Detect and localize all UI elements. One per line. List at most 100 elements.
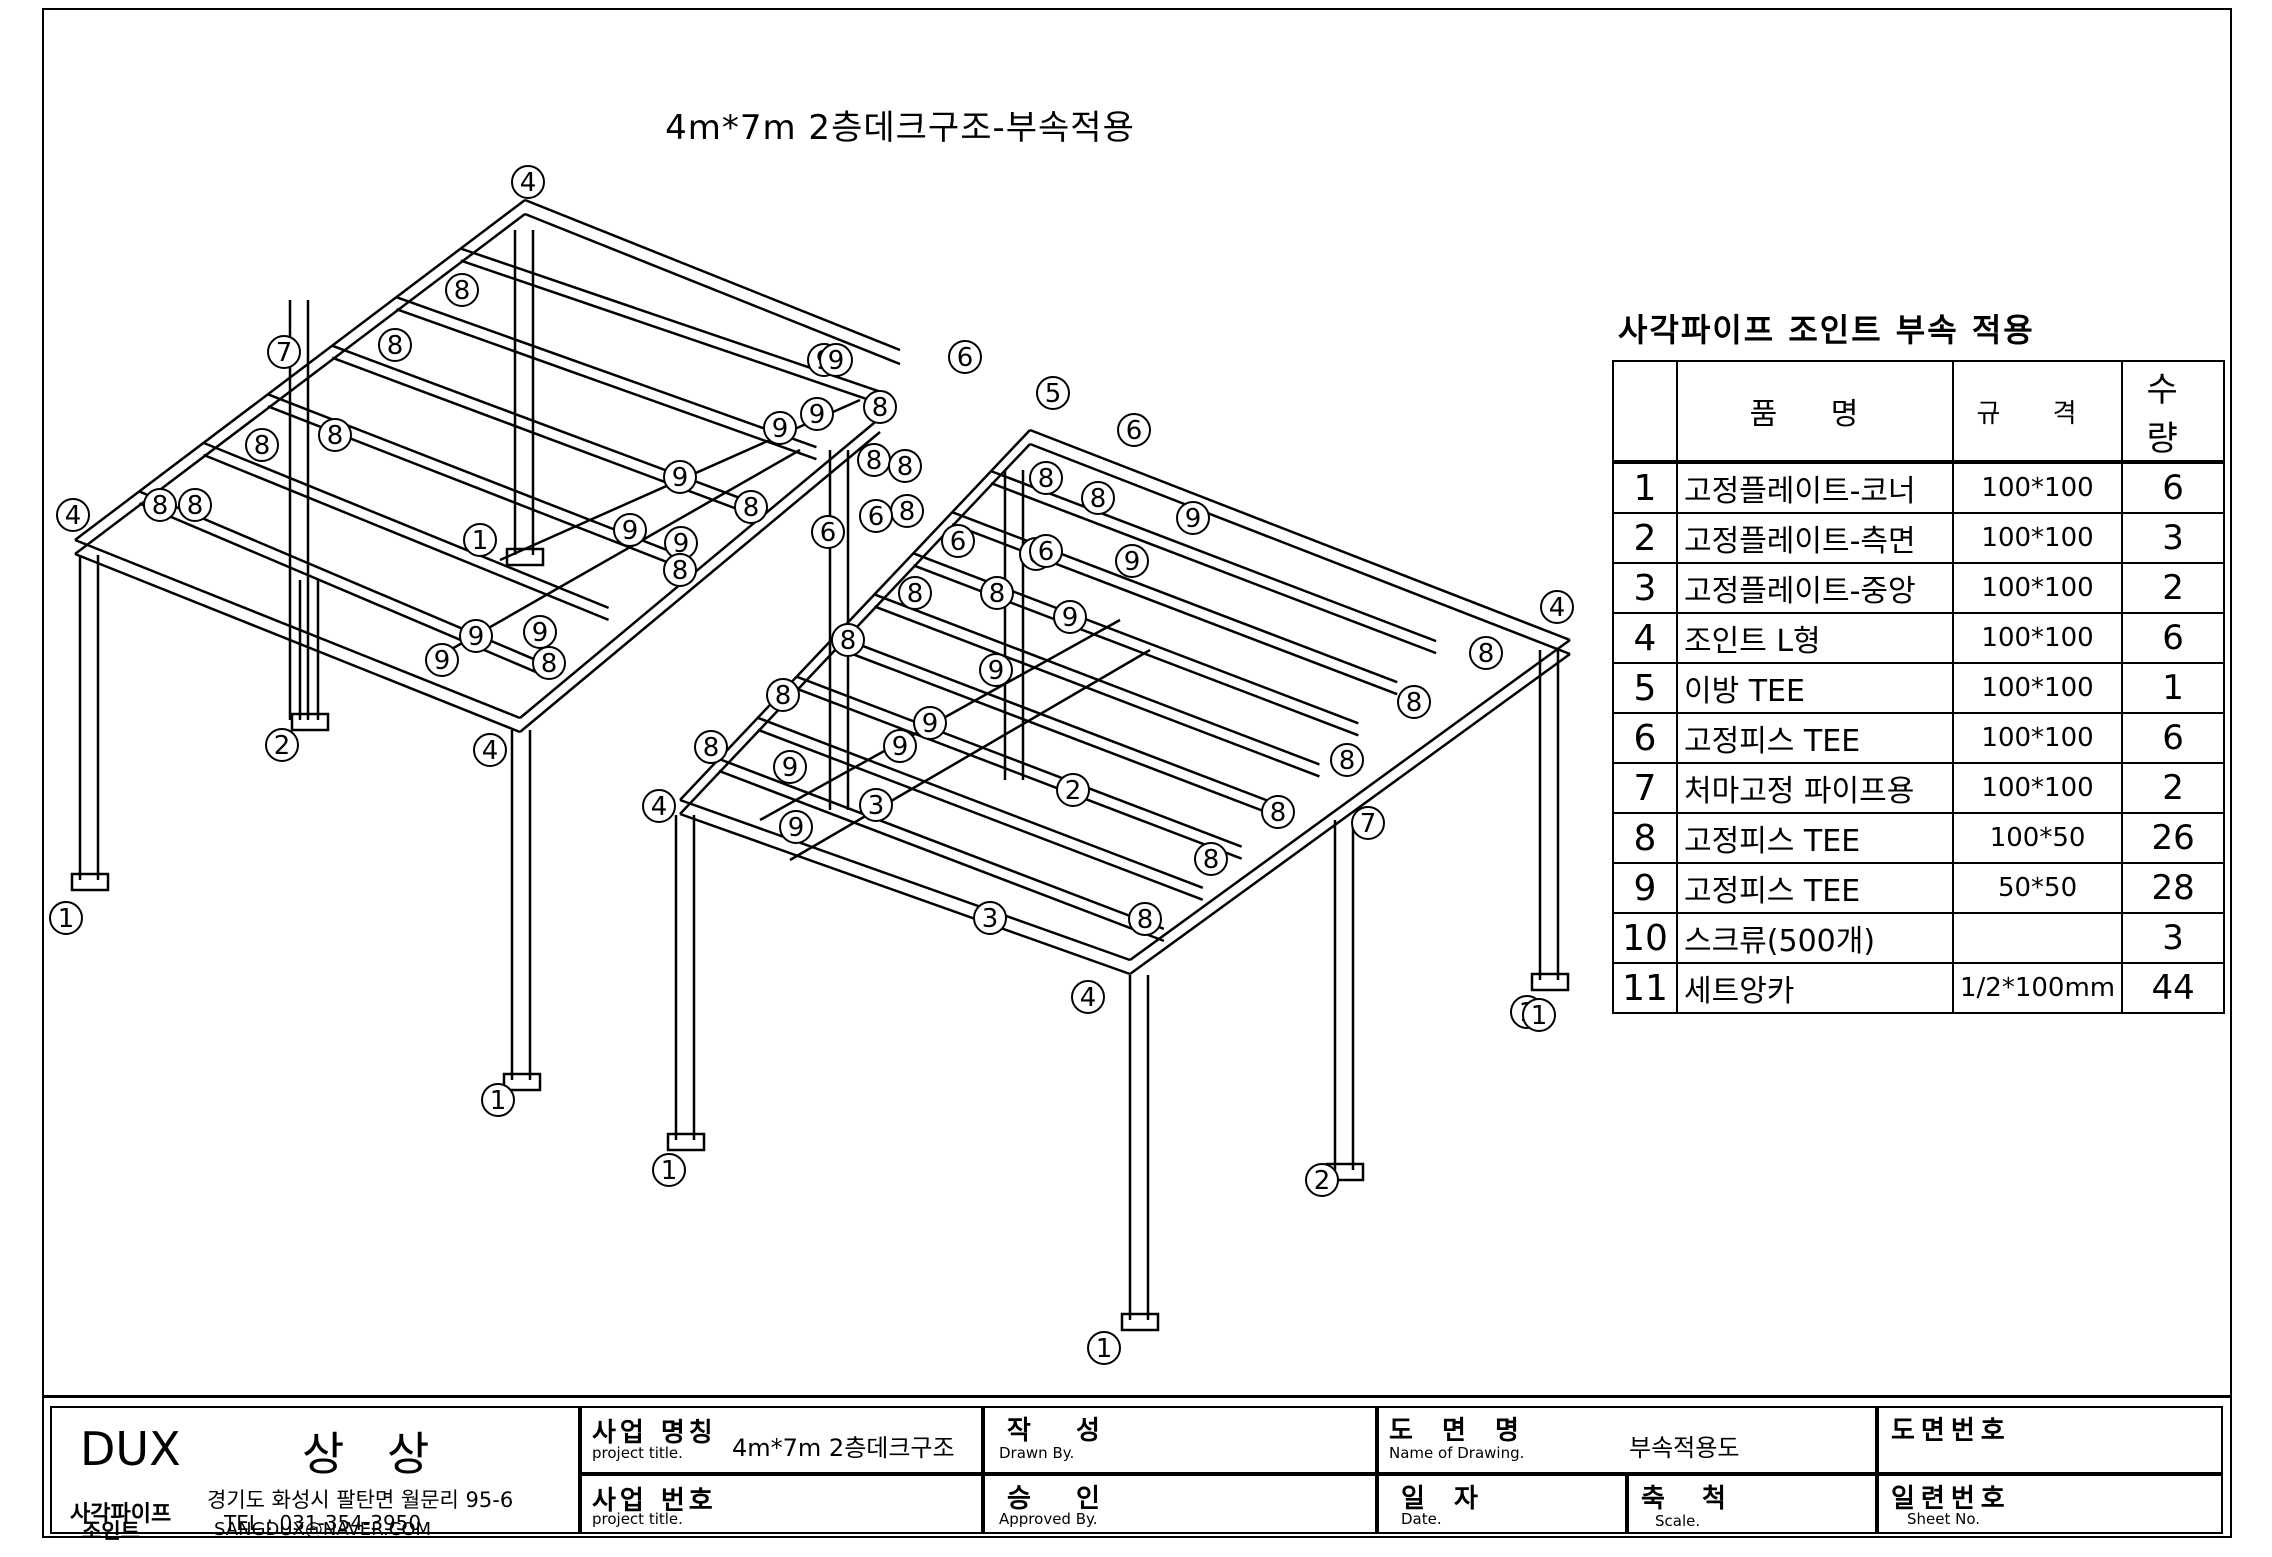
bom-header-row: 품 명 규 격 수 량 [1612,360,2226,463]
bom-name: 처마고정 파이프용 [1676,762,1954,814]
frame-member [1129,652,1571,976]
balloon-8: 8 [898,576,932,610]
balloon-1: 1 [1522,998,1556,1032]
bom-name: 조인트 L형 [1676,612,1954,664]
balloon-8: 8 [980,576,1014,610]
frame-member [524,198,901,352]
bom-name: 스크류(500개) [1676,912,1954,964]
svg-text:8: 8 [1339,746,1356,776]
frame-member [74,552,521,734]
bom-name: 고정피스 TEE [1676,812,1954,864]
sheet-number-cell: 일련번호 Sheet No. [1877,1474,2223,1534]
title-block: DUX 상 상 사각파이프 경기도 화성시 팔탄면 월문리 95-6 TEL :… [42,1395,2232,1543]
balloon-2: 2 [1305,1163,1339,1197]
balloon-7: 7 [1351,806,1385,840]
balloon-6: 6 [811,515,845,549]
base-plate [1120,1312,1160,1332]
balloon-9: 9 [1176,501,1210,535]
balloon-1: 1 [652,1153,686,1187]
svg-text:6: 6 [1126,416,1143,446]
balloon-9: 9 [763,411,797,445]
frame-member [460,259,887,407]
balloon-6: 6 [1029,534,1063,568]
frame-member [1029,428,1571,642]
balloon-4: 4 [1071,980,1105,1014]
drawn-by-label-en: Drawn By. [999,1444,1075,1462]
drawn-by-label: 작 성 [1007,1416,1118,1446]
project-number-cell: 사업 번호 project title. [580,1474,983,1534]
balloon-5: 5 [1036,376,1070,410]
bom-spec: 100*50 [1951,812,2124,864]
bom-header-no [1612,360,1678,463]
brand-logo-text: DUX [80,1422,181,1476]
frame-member [990,481,1437,655]
svg-text:8: 8 [541,649,558,679]
svg-text:6: 6 [950,527,967,557]
balloon-8: 8 [532,646,566,680]
bom-name: 세트앙카 [1676,962,1954,1014]
balloon-9: 9 [425,643,459,677]
project-name-label: 사업 명칭 [592,1418,717,1448]
svg-text:7: 7 [1360,809,1377,839]
frame-member [912,564,1359,737]
svg-text:9: 9 [673,529,690,559]
svg-text:8: 8 [840,626,857,656]
bom-spec: 100*100 [1951,762,2124,814]
frame-member [873,605,1320,778]
project-name-label-en: project title. [592,1444,683,1462]
base-plate [505,547,545,567]
svg-text:5: 5 [1045,379,1062,409]
svg-text:8: 8 [152,491,169,521]
bom-qty: 6 [2121,612,2226,664]
balloon-8: 8 [245,428,279,462]
svg-text:9: 9 [828,346,845,376]
balloon-2: 2 [1056,773,1090,807]
frame-member [757,728,1204,901]
svg-text:9: 9 [1124,547,1141,577]
balloon-8: 8 [1397,685,1431,719]
scale-label-en: Scale. [1655,1512,1701,1530]
project-number-label-en: project title. [592,1510,683,1528]
balloon-4: 4 [56,498,90,532]
svg-text:9: 9 [1062,603,1079,633]
base-plate [1530,972,1570,992]
date-label-en: Date. [1401,1510,1442,1528]
frame-member [203,441,610,610]
frame-member [718,769,1165,943]
approved-by-label: 승 인 [1007,1484,1118,1514]
bom-header-spec: 규 격 [1951,360,2124,463]
bom-no: 6 [1612,712,1678,764]
bom-caption: 사각파이프 조인트 부속 적용 [1618,311,2035,349]
svg-text:7: 7 [276,338,293,368]
drawing-name-label: 도 면 명 [1389,1416,1529,1446]
svg-text:9: 9 [622,516,639,546]
balloon-9: 9 [613,513,647,547]
frame-member [396,307,817,461]
frame-member [796,687,1243,860]
drawing-name-label-en: Name of Drawing. [1389,1444,1525,1462]
frame-member [1029,442,1571,656]
bom-qty: 1 [2121,662,2226,714]
svg-text:1: 1 [490,1086,507,1116]
frame-member [796,675,1243,848]
bom-spec [1951,912,2124,964]
balloon-2: 2 [265,728,299,762]
svg-text:8: 8 [327,421,344,451]
svg-text:9: 9 [772,414,789,444]
balloon-8: 8 [890,494,924,528]
frame-member [524,212,901,366]
company-cell: DUX 상 상 사각파이프 경기도 화성시 팔탄면 월문리 95-6 TEL :… [50,1406,580,1535]
bom-spec: 50*50 [1951,862,2124,914]
balloon-9: 9 [913,706,947,740]
bom-header-name: 품 명 [1676,360,1954,463]
balloon-8: 8 [734,490,768,524]
balloon-8: 8 [694,730,728,764]
svg-text:8: 8 [454,276,471,306]
balloon-8: 8 [1029,461,1063,495]
svg-text:8: 8 [775,681,792,711]
balloon-4: 4 [1540,590,1574,624]
